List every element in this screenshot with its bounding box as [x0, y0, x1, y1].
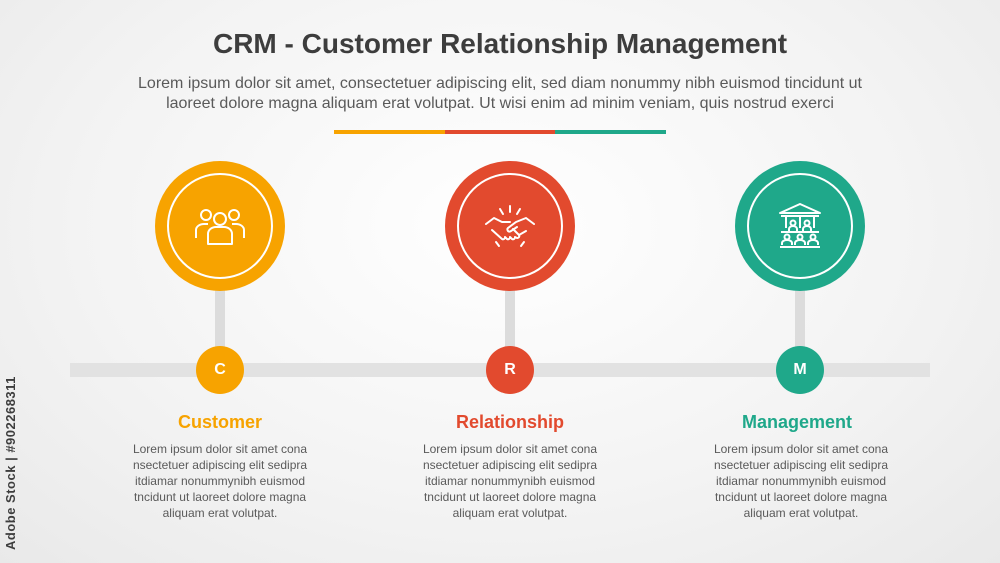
stem-management	[795, 272, 805, 352]
desc-line: aliquam erat volutpat.	[452, 506, 568, 520]
customer-circle	[155, 161, 285, 291]
desc-line: Lorem ipsum dolor sit amet cona	[713, 442, 889, 456]
desc-line: aliquam erat volutpat.	[162, 506, 278, 520]
customer-description: Lorem ipsum dolor sit amet cona nsectetu…	[105, 441, 335, 521]
desc-line: itdiamar nonummynibh euismod	[424, 474, 596, 488]
relationship-description: Lorem ipsum dolor sit amet cona nsectetu…	[395, 441, 625, 521]
management-description: Lorem ipsum dolor sit amet cona nsectetu…	[686, 441, 916, 521]
subtitle-line-2: laoreet dolore magna aliquam erat volutp…	[166, 95, 834, 112]
desc-line: Lorem ipsum dolor sit amet cona	[422, 442, 598, 456]
relationship-ring	[457, 173, 563, 279]
management-ring	[747, 173, 853, 279]
customer-ring	[167, 173, 273, 279]
customer-heading: Customer	[177, 412, 262, 432]
management-circle	[735, 161, 865, 291]
subtitle-line-1: Lorem ipsum dolor sit amet, consectetuer…	[138, 75, 862, 92]
relationship-circle	[445, 161, 575, 291]
desc-line: tncidunt ut laoreet dolore magna	[133, 490, 307, 504]
management-letter-badge: M	[776, 346, 824, 394]
desc-line: itdiamar nonummynibh euismod	[715, 474, 887, 488]
watermark-text: Adobe Stock | #902268311	[3, 376, 18, 550]
relationship-letter-badge: R	[486, 346, 534, 394]
divider-green	[555, 130, 667, 134]
desc-line: nsectetuer adipiscing elit sedipra	[713, 458, 889, 472]
desc-line: aliquam erat volutpat.	[743, 506, 859, 520]
desc-line: itdiamar nonummynibh euismod	[134, 474, 306, 488]
management-heading: Management	[741, 412, 853, 432]
page-title: CRM - Customer Relationship Management	[212, 28, 788, 59]
management-building-icon	[779, 203, 821, 248]
desc-line: Lorem ipsum dolor sit amet cona	[132, 442, 308, 456]
divider-red	[444, 130, 556, 134]
stem-relationship	[505, 272, 515, 352]
tricolor-divider	[334, 130, 667, 134]
relationship-heading: Relationship	[455, 412, 564, 432]
desc-line: nsectetuer adipiscing elit sedipra	[422, 458, 598, 472]
handshake-icon	[485, 205, 535, 247]
customer-letter-badge: C	[196, 346, 244, 394]
subtitle: Lorem ipsum dolor sit amet, consectetuer…	[60, 74, 940, 114]
desc-line: tncidunt ut laoreet dolore magna	[714, 490, 888, 504]
desc-line: nsectetuer adipiscing elit sedipra	[132, 458, 308, 472]
people-group-icon	[195, 209, 245, 245]
desc-line: tncidunt ut laoreet dolore magna	[423, 490, 597, 504]
stem-customer	[215, 272, 225, 352]
divider-orange	[334, 130, 445, 134]
